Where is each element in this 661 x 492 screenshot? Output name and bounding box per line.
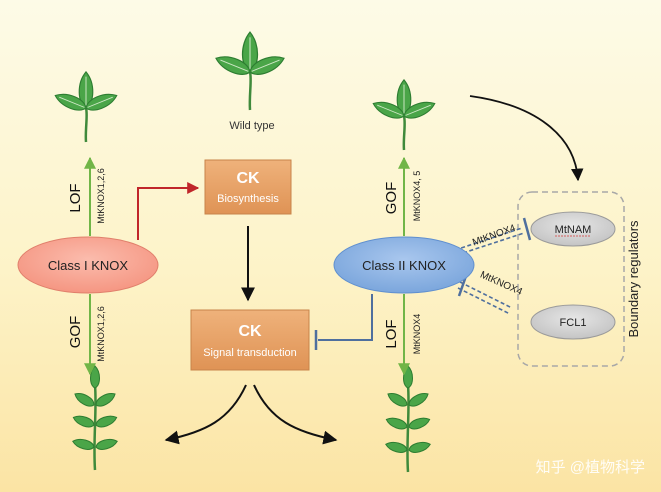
left-bottom-gene: MtKNOX1,2,6 (96, 306, 106, 362)
repress-mtnam (454, 217, 532, 256)
ck-biosynthesis-box: CK Biosynthesis (204, 159, 292, 215)
fcl1-label: FCL1 (560, 317, 587, 329)
ck-signal-box: CK Signal transduction (190, 309, 310, 371)
mtnam-node: MtNAM (530, 211, 616, 247)
right-top-gene: MtKNOX4, 5 (412, 171, 422, 222)
arrow-ck-sig-right (253, 384, 338, 445)
class2-knox-node: Class II KNOX (333, 236, 475, 294)
left-top-mode: LOF (67, 183, 84, 212)
right-bottom-mode: LOF (383, 319, 400, 348)
wild-type-label: Wild type (229, 120, 274, 132)
plant-left-bottom (71, 365, 119, 471)
arrow-ck-sig-left (164, 384, 247, 445)
plant-wild-type (213, 32, 286, 111)
repress-class2-to-ck-sig (318, 294, 373, 341)
class1-knox-node: Class I KNOX (17, 236, 159, 294)
plant-right-top (371, 80, 437, 151)
class2-knox-label: Class II KNOX (362, 258, 446, 273)
ck-sig-subtitle: Signal transduction (203, 347, 297, 359)
boundary-regulators-box (517, 191, 625, 367)
fcl1-node: FCL1 (530, 304, 616, 340)
ck-bio-subtitle: Biosynthesis (217, 193, 279, 205)
ck-sig-title: CK (238, 323, 262, 340)
right-bottom-gene: MtKNOX4 (412, 314, 422, 355)
mtnam-label: MtNAM (555, 224, 592, 236)
arrow-to-boundary (469, 95, 584, 182)
ck-bio-title: CK (236, 170, 260, 187)
edge-label-mtnam: MtKNOX4 (471, 223, 517, 249)
boundary-regulators-label: Boundary regulators (626, 220, 641, 338)
left-top-gene: MtKNOX1,2,6 (96, 168, 106, 224)
left-bottom-mode: GOF (67, 316, 84, 349)
plant-left-top (53, 72, 119, 143)
right-top-mode: GOF (383, 182, 400, 215)
class1-knox-label: Class I KNOX (48, 258, 129, 273)
arrow-class1-to-ck-bio (137, 182, 200, 240)
watermark-text: 知乎 @植物科学 (536, 459, 645, 476)
plant-right-bottom (384, 365, 432, 473)
